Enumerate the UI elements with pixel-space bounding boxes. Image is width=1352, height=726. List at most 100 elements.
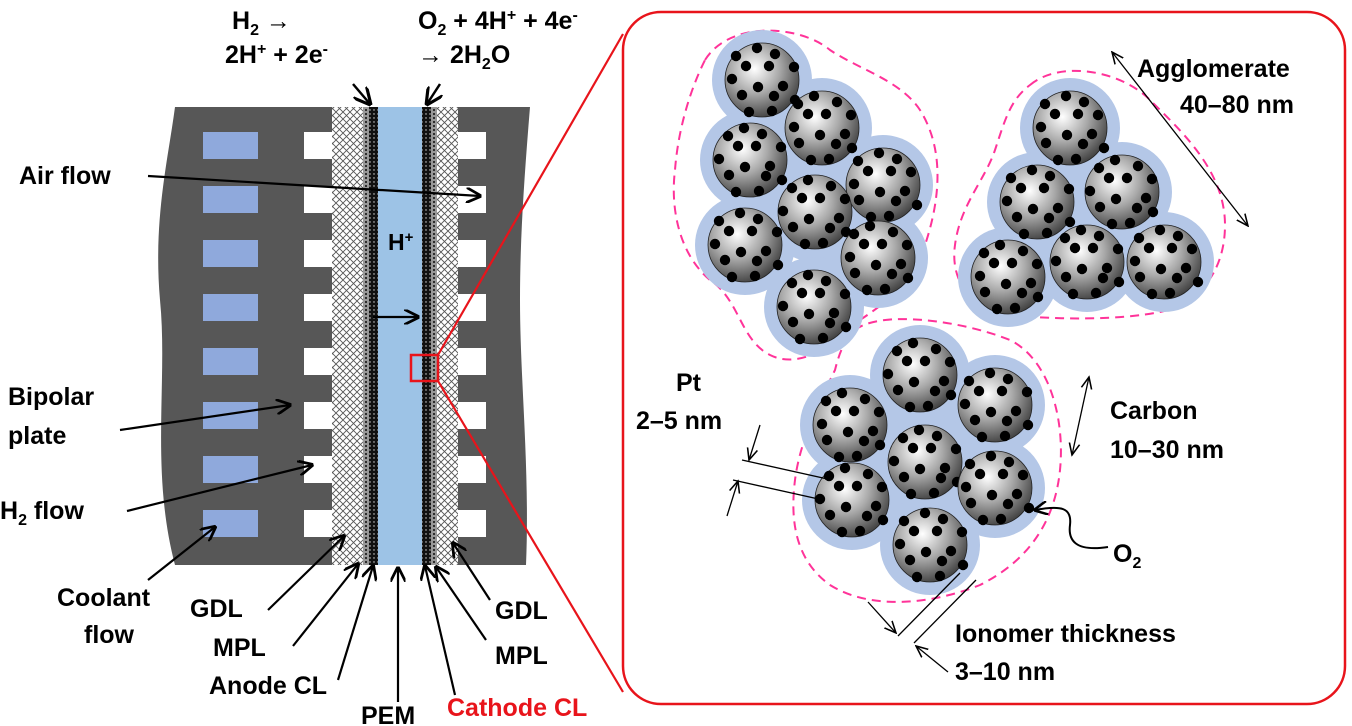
pt-nanoparticle [867, 425, 879, 437]
h2-channel [304, 186, 332, 213]
pt-nanoparticle [786, 277, 798, 289]
pt-nanoparticle [905, 166, 917, 178]
pt-nanoparticle [763, 60, 775, 72]
pt-nanoparticle [1113, 276, 1125, 288]
pt-nanoparticle [848, 178, 860, 190]
pt-nanoparticle [873, 406, 885, 418]
pt-nanoparticle [913, 424, 925, 436]
pt-nanoparticle [853, 194, 865, 206]
bipolar-plate-right [458, 107, 530, 565]
air-channel [458, 402, 486, 429]
gdl-right-arrow [453, 543, 491, 601]
pt-nanoparticle [994, 239, 1006, 251]
pt-nanoparticle [930, 343, 942, 355]
bipolar-plate-label-line1: Bipolar [8, 383, 94, 411]
pt-nanoparticle [938, 375, 950, 387]
pt-nanoparticle [862, 165, 874, 177]
pt-nanoparticle [1146, 288, 1158, 300]
anode-reaction-line1: H2 → [232, 7, 291, 39]
pt-nanoparticle [1076, 263, 1088, 275]
pt-nanoparticle [907, 442, 919, 454]
pt-nanoparticle [836, 526, 848, 538]
h2-flow-arrow [126, 465, 312, 513]
pt-nanoparticle [877, 514, 889, 526]
pt-nanoparticle [830, 138, 842, 150]
pt-nanoparticle [1087, 242, 1099, 254]
pt-nanoparticle [870, 259, 882, 271]
pt-nanoparticle [1084, 185, 1096, 197]
pt-nanoparticle [851, 480, 863, 492]
pt-nanoparticle [1109, 154, 1121, 166]
pt-nanoparticle [802, 269, 814, 281]
pt-nanoparticle [846, 142, 858, 154]
pt-label-line2: 2–5 nm [636, 407, 722, 435]
pt-nanoparticle [861, 284, 873, 296]
pt-nanoparticle [802, 174, 814, 186]
pt-nanoparticle [974, 270, 986, 282]
pt-nanoparticle [771, 226, 783, 238]
pt-nanoparticle [1172, 230, 1184, 242]
pt-nanoparticle [1092, 109, 1104, 121]
pt-nanoparticle [1077, 138, 1089, 150]
pt-nanoparticle [945, 389, 957, 401]
pt-nanoparticle [792, 98, 804, 110]
pt-nanoparticle [936, 555, 948, 567]
pt-nanoparticle [1025, 277, 1037, 289]
pt-nanoparticle [1067, 288, 1079, 300]
pt-nanoparticle [820, 275, 832, 287]
pt-nanoparticle [1002, 373, 1014, 385]
ionomer-arrow-1 [867, 601, 896, 633]
ionomer-ext-line-1 [897, 572, 961, 637]
pt-nanoparticle [851, 450, 863, 462]
pt-nanoparticle [738, 122, 750, 134]
pt-nanoparticle [920, 546, 932, 558]
pt-nanoparticle [833, 480, 845, 492]
coolant-flow-label-line2: flow [84, 621, 135, 649]
carbon-label-line2: 10–30 nm [1110, 436, 1224, 464]
pt-nanoparticle [876, 481, 888, 493]
pt-nanoparticle [840, 226, 852, 238]
pt-nanoparticle [1094, 201, 1106, 213]
pt-nanoparticle [911, 199, 923, 211]
carbon-support-particle [1084, 154, 1160, 230]
pt-nanoparticle [799, 238, 811, 250]
cathode-reaction-line1: O2 + 4H+ + 4e- [418, 7, 578, 39]
pt-nanoparticle [1052, 202, 1064, 214]
mpl-right-arrow [436, 567, 487, 641]
pt-nanoparticle [1106, 218, 1118, 230]
pt-nanoparticle [839, 462, 851, 474]
pt-nanoparticle [1129, 255, 1141, 267]
pt-nanoparticle [777, 80, 789, 92]
pt-nanoparticle [722, 130, 734, 142]
ionomer-arrow-2 [916, 646, 949, 673]
pt-nanoparticle [1000, 278, 1012, 290]
pt-nanoparticle [839, 193, 851, 205]
pt-nanoparticle [816, 418, 828, 430]
pt-nanoparticle [919, 507, 931, 519]
pt-nanoparticle [1009, 302, 1021, 314]
pt-nanoparticle [787, 221, 799, 233]
pt-nanoparticle [823, 153, 835, 165]
carbon-support-particle [887, 424, 963, 500]
pt-nanoparticle [890, 195, 902, 207]
carbon-support-particle [845, 147, 923, 223]
bipolar-plate-label-line2: plate [8, 422, 66, 450]
carbon-support-particle [776, 269, 852, 345]
air-channel [458, 510, 486, 537]
pt-nanoparticle [746, 225, 758, 237]
pt-nanoparticle [735, 246, 747, 258]
proton-label: H+ [388, 229, 414, 255]
pt-nanoparticle [939, 462, 951, 474]
pt-nanoparticle [945, 545, 957, 557]
pt-nanoparticle [760, 170, 772, 182]
pt-nanoparticle [1132, 160, 1144, 172]
pt-nanoparticle [828, 307, 840, 319]
pt-nanoparticle [922, 400, 934, 412]
coolant-channel [203, 186, 258, 213]
pt-nanoparticle [898, 515, 910, 527]
pt-nanoparticle [874, 439, 886, 451]
pt-nanoparticle [772, 259, 784, 271]
pt-nanoparticle [886, 268, 898, 280]
carbon-support-particle [707, 207, 784, 283]
pt-nanoparticle [820, 395, 832, 407]
